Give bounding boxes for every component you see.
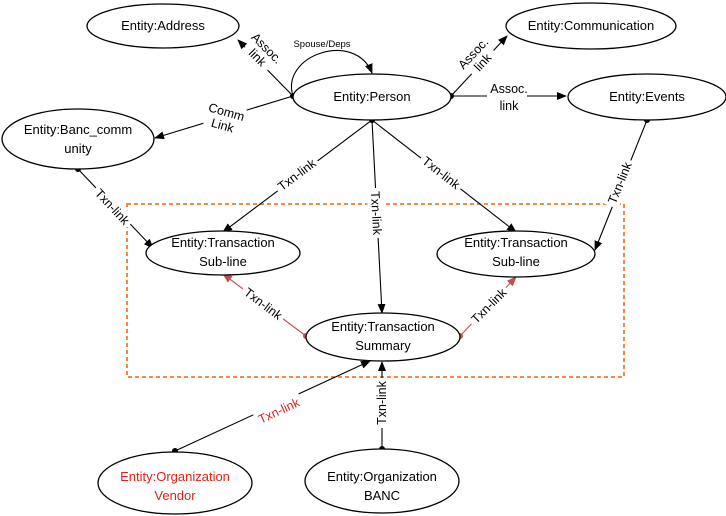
svg-text:Txn-link: Txn-link xyxy=(368,191,384,236)
label-txn-summary-left: Txn-link xyxy=(238,281,289,326)
label-txn-vendor: Txn-link xyxy=(252,392,306,429)
node-communication[interactable]: Entity:Communication xyxy=(505,2,677,50)
label-assoc-address: Assoc. link xyxy=(241,30,285,74)
node-banc-community-label: Entity:Banc_comm xyxy=(24,122,132,137)
node-vendor-label: Entity:Organization xyxy=(120,469,230,484)
label-txn-person-center: Txn-link xyxy=(366,187,387,239)
label-txn-banc: Txn-link xyxy=(373,378,390,428)
label-txn-summary-right: Txn-link xyxy=(464,281,513,330)
node-address[interactable]: Entity:Address xyxy=(86,3,240,49)
node-subline-left-label: Sub-line xyxy=(199,254,247,269)
label-txn-person-right: Txn-link xyxy=(416,150,467,195)
edge-spouse-deps-loop xyxy=(290,50,373,97)
svg-text:Txn-link: Txn-link xyxy=(92,186,133,228)
node-organization-vendor[interactable]: Entity:Organization Vendor xyxy=(97,451,253,515)
svg-text:Txn-link: Txn-link xyxy=(256,395,302,426)
node-events-label: Entity:Events xyxy=(609,89,685,104)
node-vendor-label: Vendor xyxy=(154,488,196,503)
label-txn-events: Txn-link xyxy=(602,156,637,210)
node-summary-label: Summary xyxy=(355,338,411,353)
node-summary-label: Entity:Transaction xyxy=(331,319,435,334)
node-transaction-subline-left[interactable]: Entity:Transaction Sub-line xyxy=(145,230,301,276)
svg-text:Assoc.: Assoc. xyxy=(490,82,528,96)
node-address-label: Entity:Address xyxy=(121,18,205,33)
node-person[interactable]: Entity:Person xyxy=(292,73,452,121)
label-assoc-events: Assoc. link xyxy=(487,80,528,114)
node-subline-left-label: Entity:Transaction xyxy=(171,235,275,250)
svg-text:Txn-link: Txn-link xyxy=(375,380,389,425)
node-banc-community-label: unity xyxy=(64,141,92,156)
svg-text:link: link xyxy=(500,99,520,113)
node-subline-right-label: Sub-line xyxy=(492,254,540,269)
label-comm-link: Comm Link xyxy=(202,99,247,138)
node-banc-label: BANC xyxy=(364,488,400,503)
label-assoc-communication: Assoc. link xyxy=(455,35,499,79)
node-subline-right-label: Entity:Transaction xyxy=(464,235,568,250)
label-txn-banc-community: Txn-link xyxy=(89,182,136,231)
node-banc-community[interactable]: Entity:Banc_comm unity xyxy=(1,108,155,170)
svg-text:Link: Link xyxy=(210,116,237,136)
label-txn-person-left: Txn-link xyxy=(271,152,322,197)
node-transaction-summary[interactable]: Entity:Transaction Summary xyxy=(305,312,461,362)
svg-text:Txn-link: Txn-link xyxy=(469,285,510,326)
node-organization-banc[interactable]: Entity:Organization BANC xyxy=(304,448,460,514)
node-transaction-subline-right[interactable]: Entity:Transaction Sub-line xyxy=(436,230,596,278)
svg-text:Txn-link: Txn-link xyxy=(605,159,635,206)
label-spouse-deps: Spouse/Deps xyxy=(293,39,350,50)
node-events[interactable]: Entity:Events xyxy=(567,73,726,121)
node-banc-label: Entity:Organization xyxy=(327,469,437,484)
svg-text:Txn-link: Txn-link xyxy=(241,285,285,323)
svg-text:Txn-link: Txn-link xyxy=(275,156,319,194)
node-communication-label: Entity:Communication xyxy=(528,18,654,33)
node-person-label: Entity:Person xyxy=(333,89,410,104)
svg-text:Txn-link: Txn-link xyxy=(419,154,463,192)
